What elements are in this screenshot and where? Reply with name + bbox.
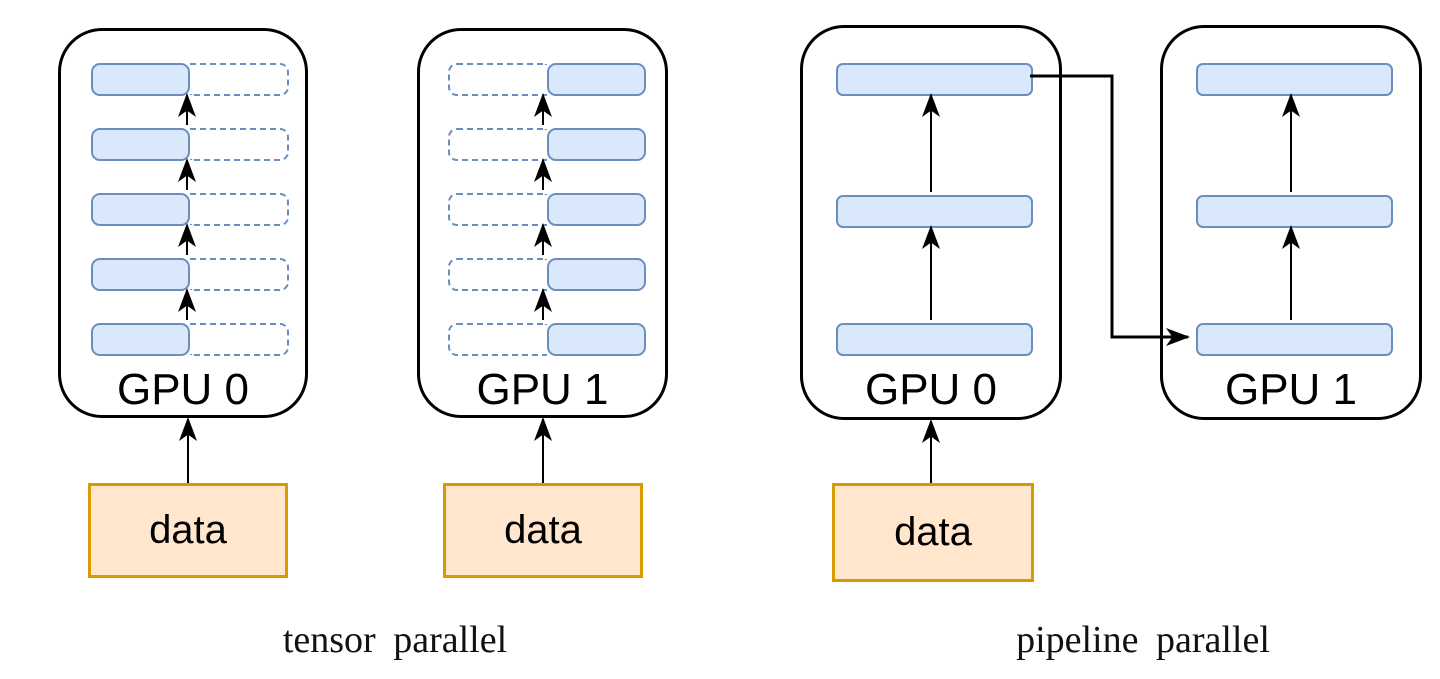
tensor-gpu1-box: GPU 1 <box>417 28 668 418</box>
layer-shard-resident <box>547 128 646 161</box>
layer-shard-remote <box>190 258 289 291</box>
layer-shard-resident <box>91 323 190 356</box>
layer-block <box>836 63 1033 96</box>
layer-shard-remote <box>190 323 289 356</box>
data-label: data <box>149 508 227 552</box>
gpu-label: GPU 1 <box>1224 365 1358 414</box>
layer-row <box>448 258 646 291</box>
layer-shard-remote <box>448 193 547 226</box>
layer-block <box>1196 63 1393 96</box>
layer-row <box>448 323 646 356</box>
data-box: data <box>832 483 1034 582</box>
layer-shard-remote <box>448 323 547 356</box>
layer-block <box>836 195 1033 228</box>
pipeline-gpu1-box: GPU 1 <box>1160 25 1422 420</box>
data-label: data <box>894 510 972 554</box>
panel-caption: pipeline parallel <box>1016 619 1270 661</box>
data-box: data <box>443 483 643 578</box>
layer-row <box>448 128 646 161</box>
layer-shard-resident <box>547 193 646 226</box>
data-label: data <box>504 508 582 552</box>
layer-row <box>91 323 289 356</box>
gpu-label: GPU 0 <box>864 365 998 414</box>
layer-shard-resident <box>91 63 190 96</box>
layer-block <box>1196 323 1393 356</box>
tensor-gpu0-box: GPU 0 <box>58 28 308 418</box>
layer-block <box>836 323 1033 356</box>
data-box: data <box>88 483 288 578</box>
gpu-label: GPU 0 <box>116 365 250 414</box>
pipeline-gpu0-box: GPU 0 <box>800 25 1062 420</box>
layer-shard-remote <box>190 128 289 161</box>
layer-shard-remote <box>448 63 547 96</box>
layer-shard-resident <box>547 258 646 291</box>
layer-shard-resident <box>91 128 190 161</box>
layer-shard-resident <box>91 258 190 291</box>
layer-row <box>91 128 289 161</box>
layer-shard-remote <box>190 63 289 96</box>
layer-shard-remote <box>448 128 547 161</box>
layer-row <box>448 63 646 96</box>
layer-row <box>91 193 289 226</box>
layer-row <box>448 193 646 226</box>
layer-shard-remote <box>190 193 289 226</box>
layer-shard-remote <box>448 258 547 291</box>
layer-shard-resident <box>91 193 190 226</box>
layer-block <box>1196 195 1393 228</box>
panel-caption: tensor parallel <box>282 619 508 661</box>
layer-shard-resident <box>547 323 646 356</box>
gpu-label: GPU 1 <box>476 365 609 414</box>
layer-shard-resident <box>547 63 646 96</box>
layer-row <box>91 63 289 96</box>
layer-row <box>91 258 289 291</box>
